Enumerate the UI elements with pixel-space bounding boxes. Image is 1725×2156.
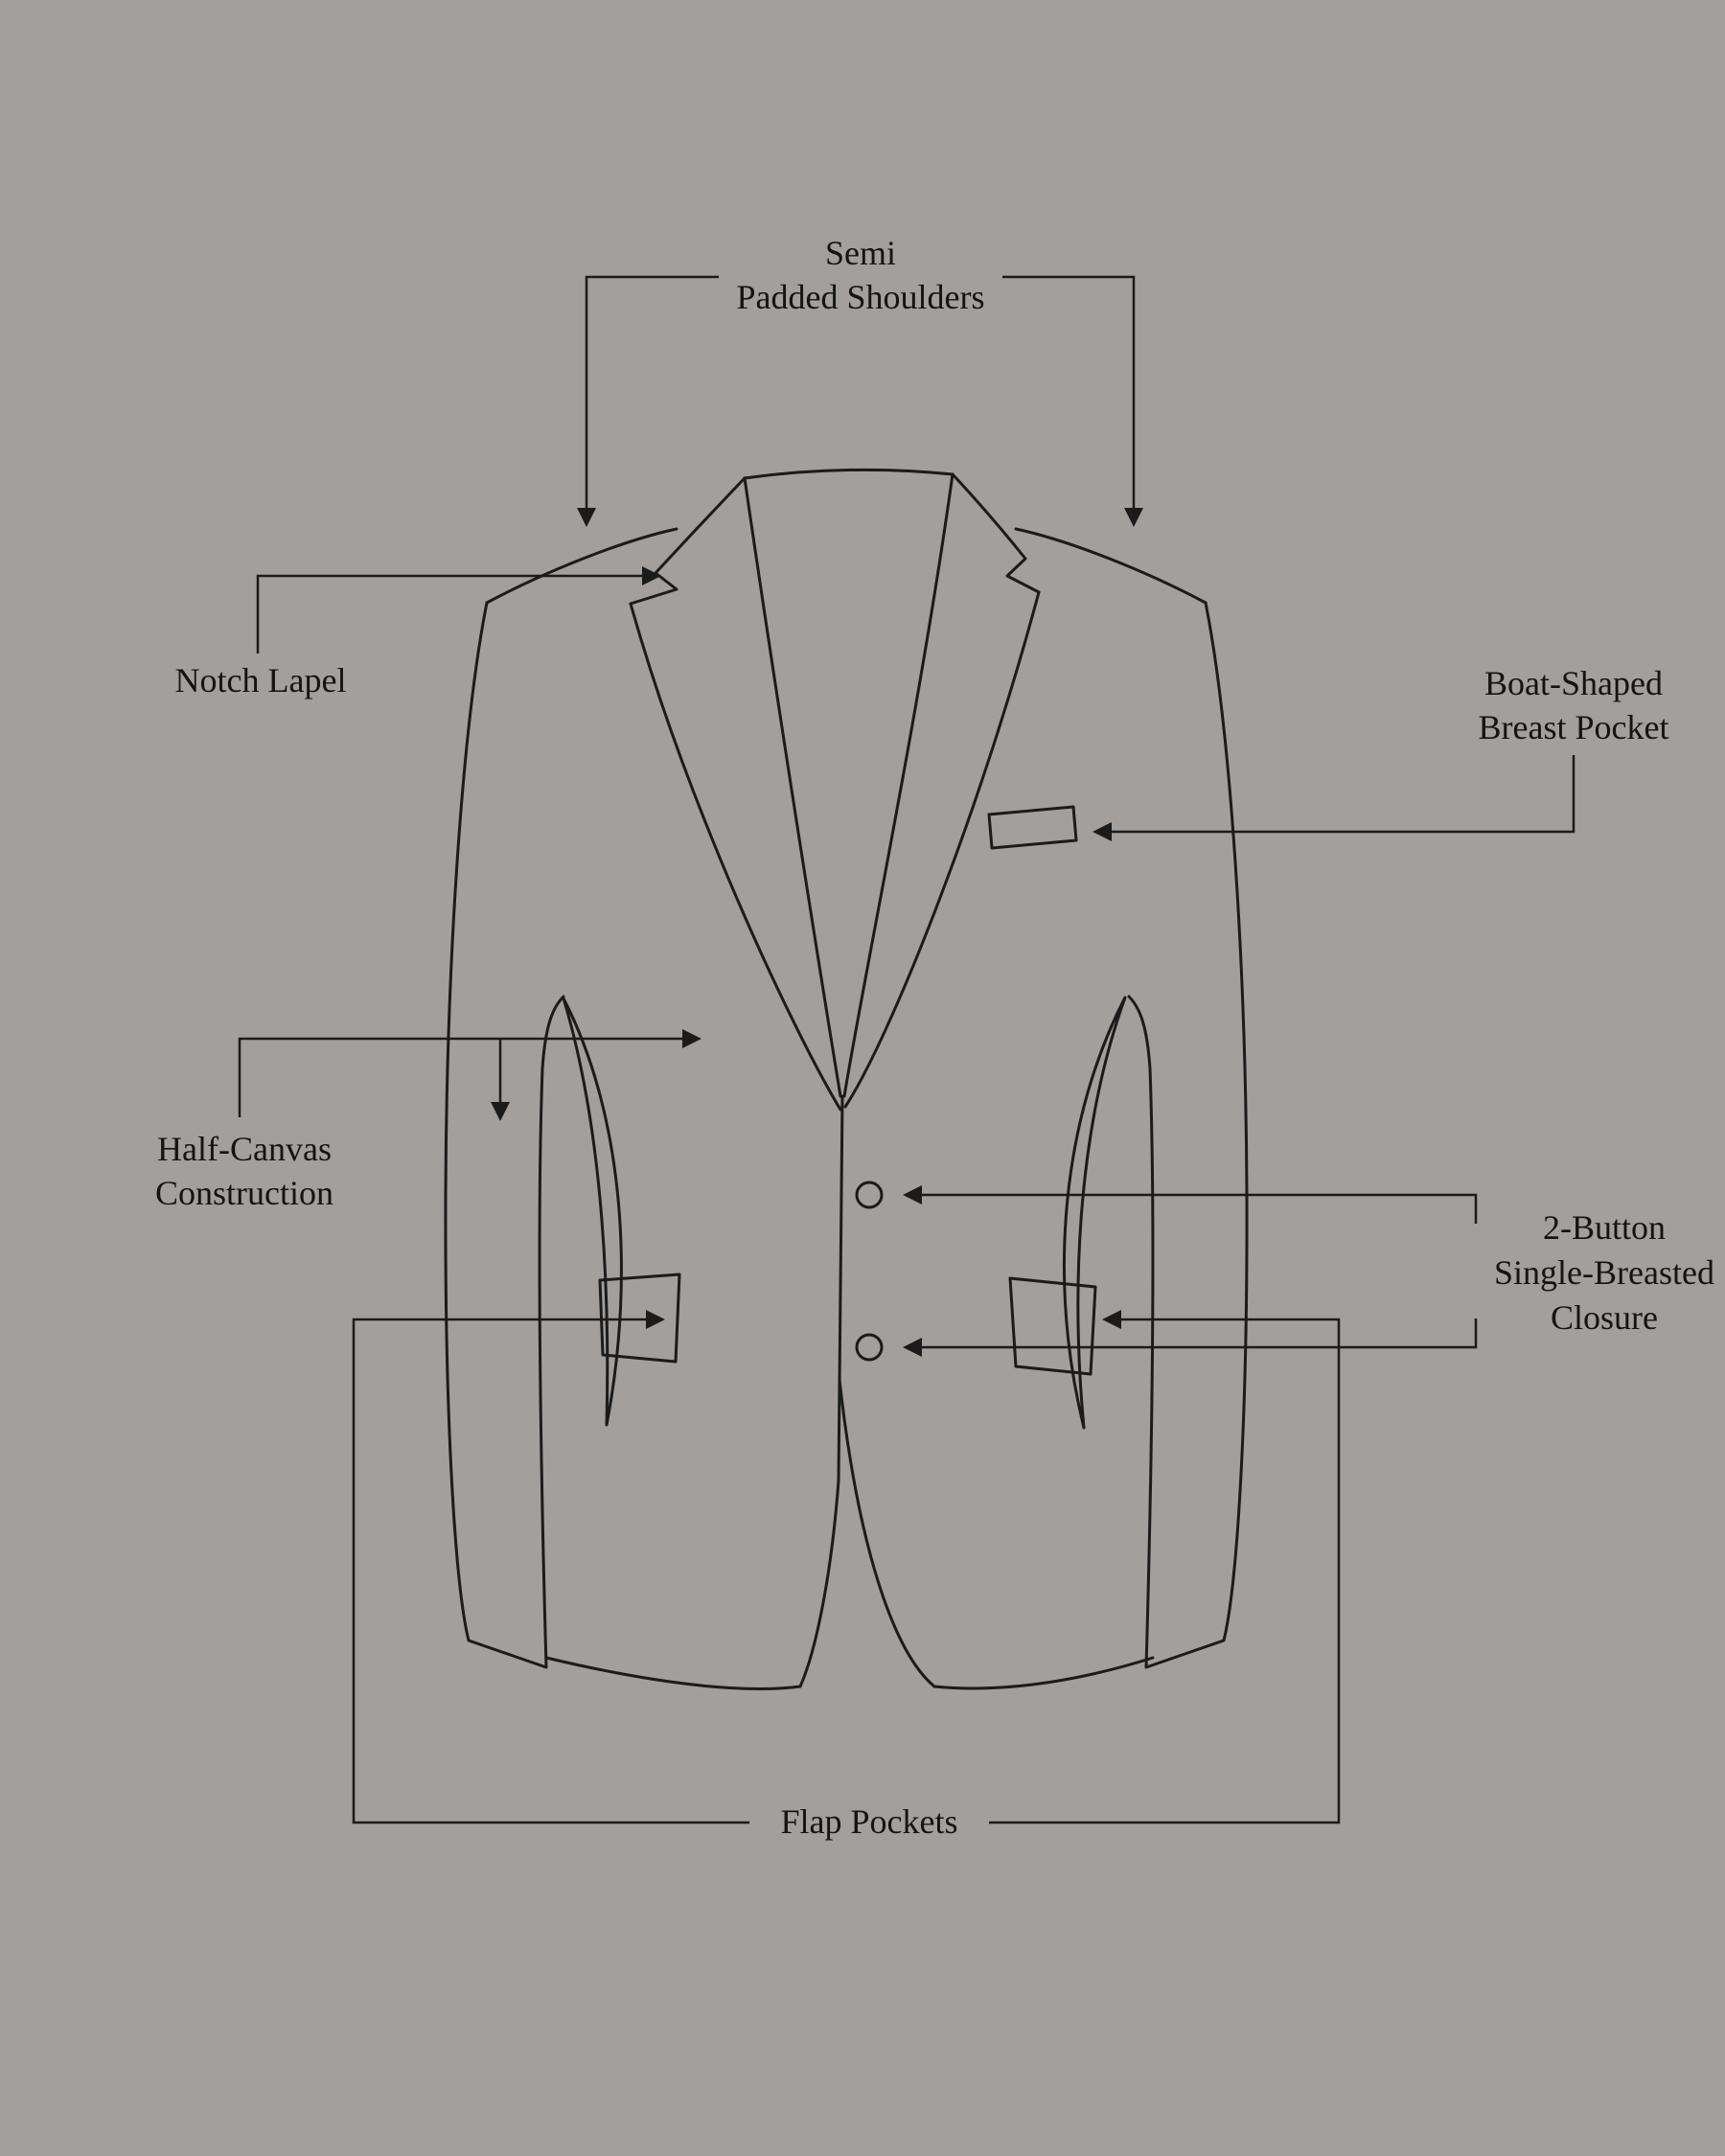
label-breast-pocket-line1: Boat-Shaped — [1484, 664, 1663, 702]
right-hem — [932, 1656, 1155, 1690]
left-flap-pocket — [598, 1273, 681, 1364]
front-edge — [837, 1094, 844, 1482]
right-lapel-edge — [843, 590, 1041, 1109]
label-notch-lapel: Notch Lapel — [175, 661, 347, 700]
left-collar-edge — [629, 476, 747, 606]
label-breast-pocket-line2: Breast Pocket — [1479, 708, 1669, 746]
left-lapel-roll-line — [743, 476, 842, 1098]
left-front-quarter — [798, 1479, 840, 1688]
breast-pocket — [987, 805, 1078, 850]
label-shoulders-line2: Padded Shoulders — [737, 278, 985, 316]
left-sleeve — [444, 601, 565, 1669]
label-flap-pockets: Flap Pockets — [781, 1802, 958, 1841]
flap-pockets-callout-right — [989, 1310, 1341, 1824]
right-shoulder-seam — [1014, 527, 1208, 605]
right-sleeve — [1127, 601, 1249, 1669]
left-hem — [544, 1656, 802, 1691]
label-closure-line1: 2-Button — [1543, 1208, 1666, 1247]
shoulders-callout-right — [1002, 275, 1143, 527]
left-side-seam — [562, 997, 623, 1427]
jacket-illustration — [444, 468, 1249, 1691]
half-canvas-callout — [238, 1029, 702, 1117]
button-bottom — [855, 1333, 884, 1362]
button-top — [855, 1181, 884, 1209]
label-half-canvas-line2: Construction — [155, 1174, 334, 1212]
closure-callout-top — [903, 1185, 1478, 1224]
left-lapel-edge — [629, 602, 842, 1112]
collar-back — [743, 468, 954, 480]
right-collar-edge — [951, 472, 1041, 594]
label-closure-line3: Closure — [1551, 1298, 1658, 1337]
shoulders-callout-left — [577, 275, 719, 527]
flap-pockets-callout-left — [352, 1310, 749, 1824]
right-front-quarter — [838, 1378, 936, 1688]
closure-callout-bottom — [903, 1319, 1478, 1357]
right-side-seam — [1063, 996, 1127, 1430]
callout-lines — [238, 275, 1576, 1824]
label-shoulders-line1: Semi — [825, 234, 896, 272]
right-lapel-roll-line — [842, 472, 954, 1098]
labels: Semi Padded Shoulders Notch Lapel Boat-S… — [155, 234, 1714, 1841]
label-closure-line2: Single-Breasted — [1494, 1253, 1714, 1292]
left-shoulder-seam — [485, 527, 678, 605]
right-flap-pocket — [1008, 1276, 1097, 1376]
breast-pocket-callout — [1092, 755, 1576, 841]
notch-lapel-callout — [256, 566, 661, 654]
label-half-canvas-line1: Half-Canvas — [157, 1130, 332, 1168]
